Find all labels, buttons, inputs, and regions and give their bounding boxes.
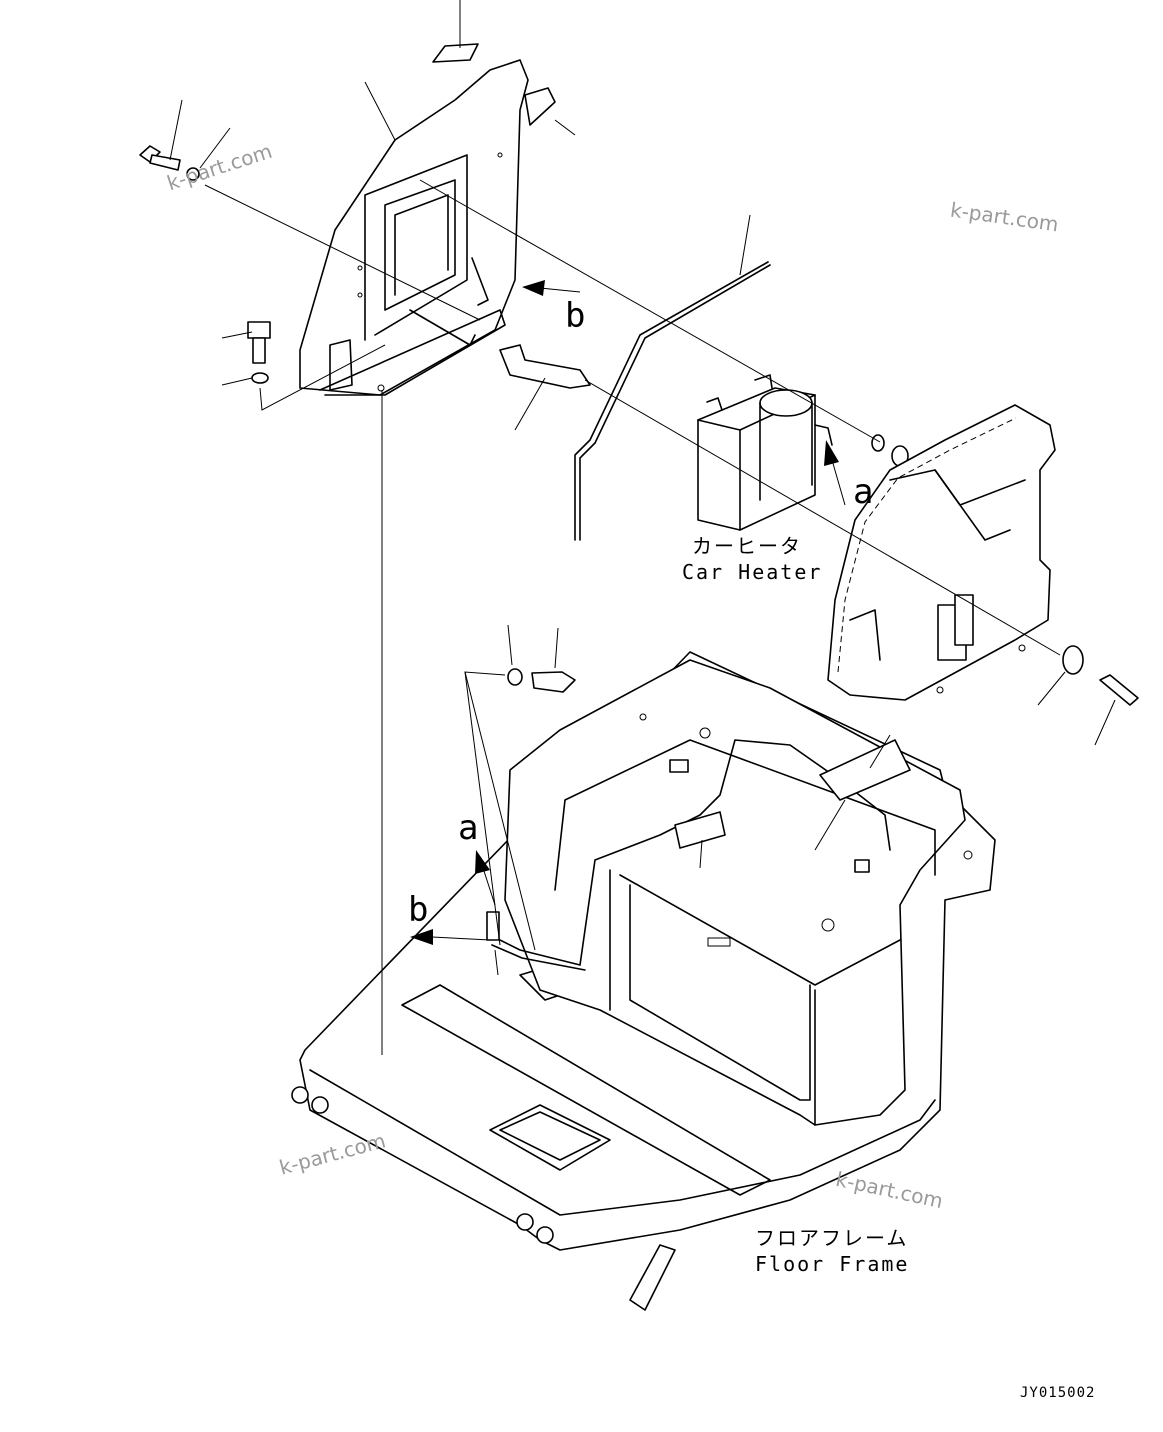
floor-frame [291,651,996,1311]
ref-label-b-harness: b [408,890,429,930]
leader-lines [169,0,1116,1055]
fuel-tank [504,659,973,1126]
grommet [1062,645,1084,675]
arrow-b-harness [410,929,491,945]
bracket [499,344,591,389]
harness-tag-left [674,811,726,849]
side-cover-panel [299,59,529,396]
car-heater-label-en: Car Heater [682,560,823,584]
floor-frame-label-en: Floor Frame [755,1252,910,1276]
bolt-right [1099,674,1139,706]
car-heater-unit [697,374,833,531]
floor-frame-label: フロアフレーム Floor Frame [755,1225,910,1277]
arrow-a-harness [475,850,496,906]
car-heater-label-jp: カーヒータ [692,534,802,558]
frame-bolt [531,671,576,693]
heater-pipe [574,261,769,541]
right-cover [827,404,1056,701]
top-clip [432,43,479,63]
arrow-b-top [522,280,581,296]
bolt-left [247,321,271,384]
harness-tag-right [819,739,911,801]
ref-label-a-harness: a [458,808,479,848]
drawing-code: JY015002 [1020,1385,1096,1401]
ref-label-b-top: b [565,296,586,336]
ref-label-a-heater: a [853,472,874,512]
arrow-a-heater [824,440,846,506]
connector-b [486,911,500,941]
seal-strip [524,87,556,126]
heater-washer [871,434,885,452]
floor-frame-label-jp: フロアフレーム [755,1226,909,1250]
car-heater-label: カーヒータ Car Heater [682,533,823,585]
frame-washer [507,668,523,686]
